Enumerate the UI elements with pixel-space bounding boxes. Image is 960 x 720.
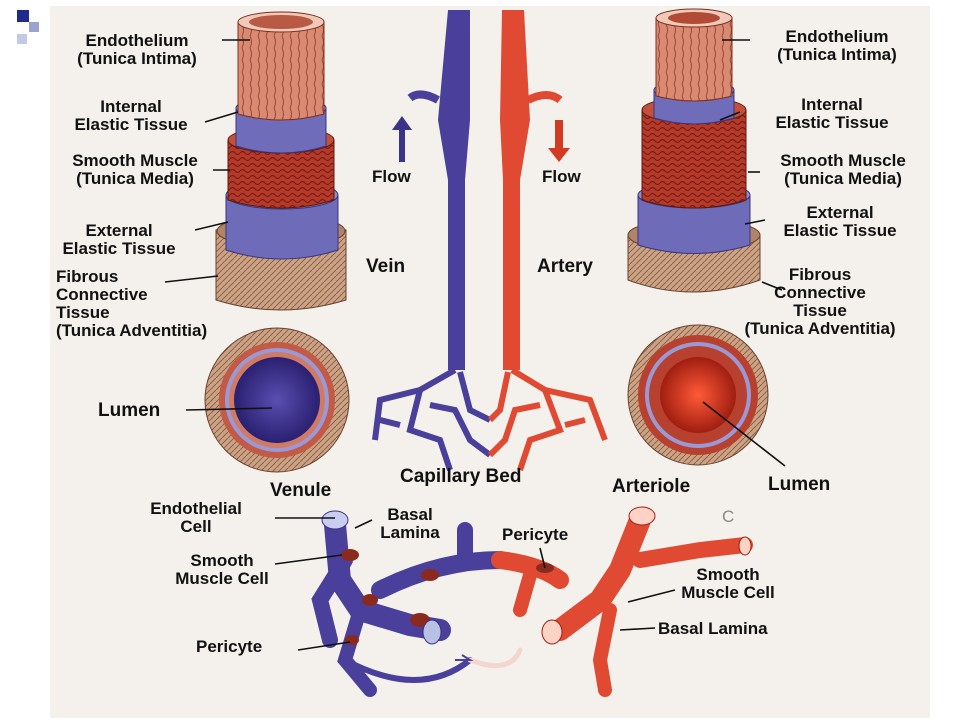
- artery-layers: [627, 8, 761, 293]
- flow-left-label: Flow: [372, 167, 411, 186]
- pericyte-cells: [341, 549, 554, 645]
- microvessel-network: [311, 509, 753, 697]
- left-smooth-muscle-label: Smooth Muscle(Tunica Media): [72, 151, 198, 188]
- artery-capillaries: [487, 367, 608, 471]
- artery-trunk: [500, 10, 530, 370]
- vein-label: Vein: [366, 256, 406, 277]
- vein-trunk: [438, 10, 470, 370]
- pericyte-left-label: Pericyte: [196, 637, 263, 656]
- basal-lamina-right-label: Basal Lamina: [658, 619, 768, 638]
- arrow-up-icon: [392, 116, 412, 162]
- venule-opening: [422, 619, 442, 645]
- right-lumen-label: Lumen: [768, 474, 831, 495]
- capillary-bed-label: Capillary Bed: [400, 466, 522, 487]
- arteriole-opening: [541, 619, 563, 645]
- artery-label: Artery: [537, 256, 593, 277]
- vein-layers: [215, 11, 347, 311]
- vein-cross-section: [204, 327, 350, 473]
- vein-capillaries: [372, 367, 492, 471]
- arteriole-label: Arteriole: [612, 476, 691, 497]
- artery-cross-section: [627, 324, 769, 466]
- square-bullet-icon: [0, 0, 40, 56]
- right-smooth-muscle-label: Smooth Muscle(Tunica Media): [780, 151, 906, 188]
- leader-lines: [164, 39, 786, 651]
- venule-label: Venule: [270, 480, 332, 501]
- arrow-down-icon: [548, 120, 570, 162]
- flow-right-label: Flow: [542, 167, 581, 186]
- right-endothelium-label: Endothelium(Tunica Intima): [777, 27, 897, 64]
- left-lumen-label: Lumen: [98, 400, 161, 421]
- figure-panel: [50, 6, 930, 718]
- copyright-mark: C: [722, 507, 735, 526]
- pericyte-center-label: Pericyte: [502, 525, 569, 544]
- left-endothelium-label: Endothelium(Tunica Intima): [77, 31, 197, 68]
